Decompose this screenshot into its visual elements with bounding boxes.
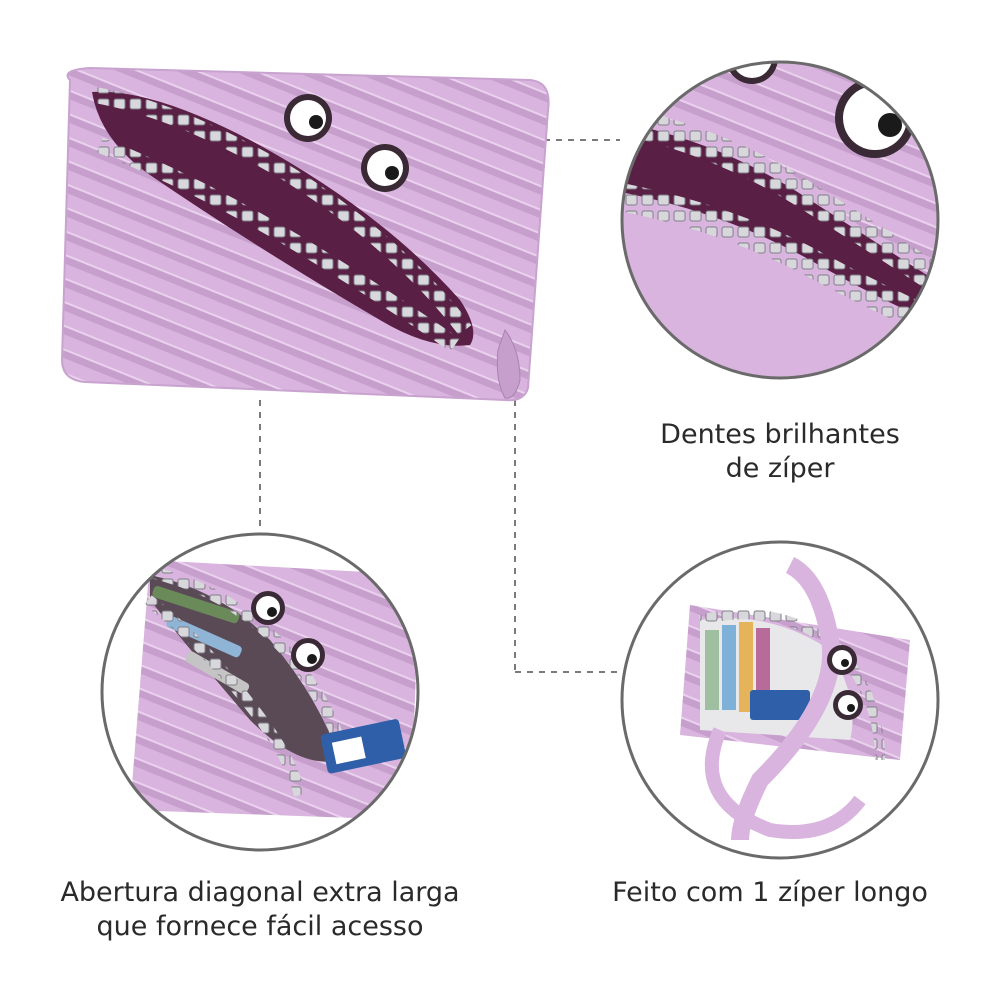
- caption-teeth: Dentes brilhantes de zíper: [600, 418, 960, 486]
- circle-diagonal-opening: [100, 532, 420, 852]
- caption-teeth-line-2: de zíper: [725, 453, 835, 484]
- caption-opening-line-1: Abertura diagonal extra larga: [60, 877, 460, 908]
- caption-zipper-line-1: Feito com 1 zíper longo: [612, 877, 928, 908]
- caption-opening-line-2: que fornece fácil acesso: [96, 911, 424, 942]
- circle-teeth-closeup: [620, 60, 940, 380]
- circle-long-zipper: [620, 540, 940, 860]
- caption-teeth-line-1: Dentes brilhantes: [660, 419, 900, 450]
- caption-opening: Abertura diagonal extra larga que fornec…: [20, 876, 500, 944]
- main-pencil-case: [60, 66, 550, 402]
- caption-zipper: Feito com 1 zíper longo: [560, 876, 980, 910]
